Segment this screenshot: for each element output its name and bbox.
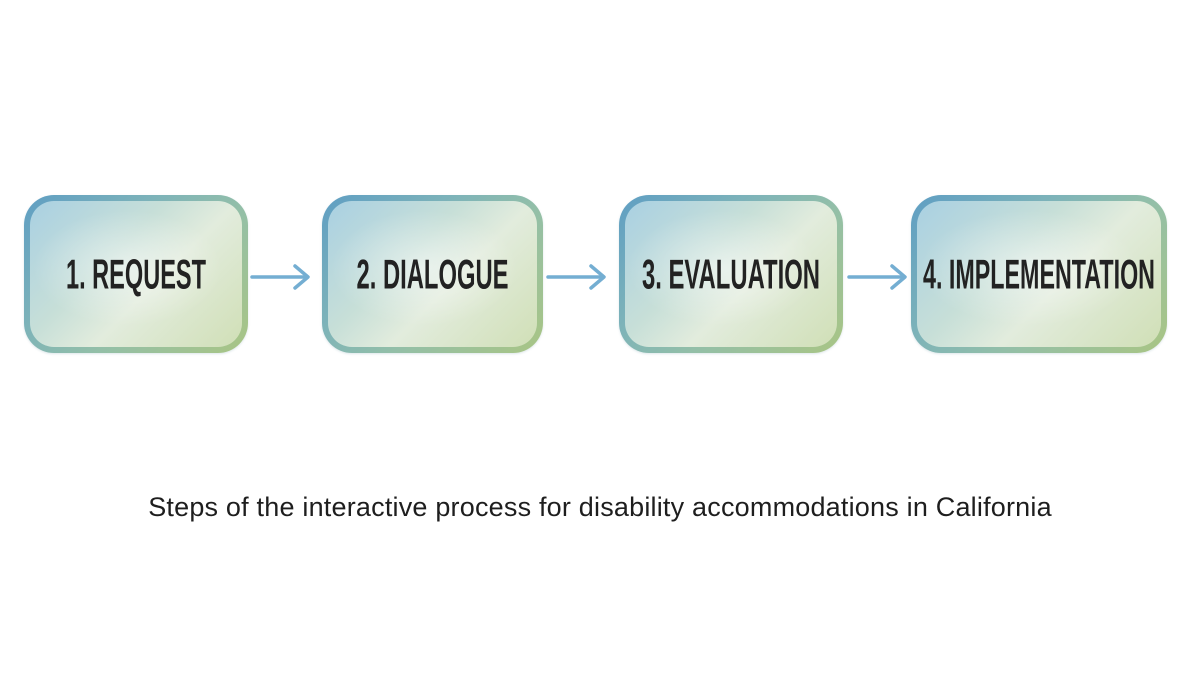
step-box-implementation-fill: 4. IMPLEMENTATION xyxy=(917,201,1161,347)
step-label-request-text: 1. REQUEST xyxy=(66,251,206,298)
step-box-evaluation-fill: 3. EVALUATION xyxy=(625,201,837,347)
step-box-request: 1. REQUEST xyxy=(24,195,248,353)
step-label-evaluation: 3. EVALUATION xyxy=(642,251,820,298)
arrow-right-icon xyxy=(250,264,310,290)
step-box-request-fill: 1. REQUEST xyxy=(30,201,242,347)
step-label-request: 1. REQUEST xyxy=(66,251,206,298)
step-box-dialogue: 2. DIALOGUE xyxy=(322,195,543,353)
step-label-dialogue: 2. DIALOGUE xyxy=(357,251,509,298)
arrow-right-icon xyxy=(847,264,907,290)
arrow-right-icon xyxy=(546,264,606,290)
step-box-dialogue-fill: 2. DIALOGUE xyxy=(328,201,537,347)
step-box-evaluation: 3. EVALUATION xyxy=(619,195,843,353)
diagram-caption: Steps of the interactive process for dis… xyxy=(148,492,1052,522)
step-box-implementation: 4. IMPLEMENTATION xyxy=(911,195,1167,353)
step-label-implementation-text: 4. IMPLEMENTATION xyxy=(923,251,1155,298)
step-label-implementation: 4. IMPLEMENTATION xyxy=(923,251,1155,298)
step-label-evaluation-text: 3. EVALUATION xyxy=(642,251,820,298)
step-label-dialogue-text: 2. DIALOGUE xyxy=(357,251,509,298)
